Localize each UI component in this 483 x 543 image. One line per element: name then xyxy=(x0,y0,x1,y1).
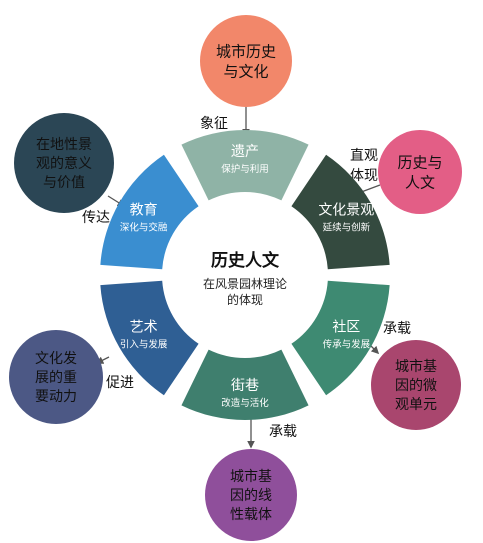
outer-node-text: 性载体 xyxy=(230,507,272,523)
outer-node-circle xyxy=(200,15,292,107)
connector-label: 体现 xyxy=(350,168,378,184)
outer-node-text: 要动力 xyxy=(35,389,77,405)
outer-node-text: 城市历史 xyxy=(216,42,276,60)
ring-segment-title: 艺术 xyxy=(130,320,158,336)
outer-node-circle xyxy=(9,330,103,424)
connector-label: 承载 xyxy=(269,424,297,440)
ring-segment-shape xyxy=(291,280,390,396)
ring-segment-shape xyxy=(181,130,309,201)
outer-node-text: 城市基 xyxy=(230,468,272,485)
ring-segment-shape xyxy=(181,349,309,420)
center-subtitle-line-2: 的体现 xyxy=(227,292,263,307)
ring-segment-title: 教育 xyxy=(130,203,158,219)
ring-segment-subtitle: 保护与利用 xyxy=(221,163,269,175)
ring-segment-subtitle: 深化与交融 xyxy=(120,222,168,234)
outer-node-circle xyxy=(14,113,114,213)
connector-label: 承载 xyxy=(383,321,411,337)
outer-node-text: 与价值 xyxy=(43,175,85,191)
outer-node-text: 城市基 xyxy=(395,358,437,375)
ring-segment-shape xyxy=(100,280,199,396)
outer-node-circle xyxy=(378,130,462,214)
ring-segment-title: 街巷 xyxy=(231,378,259,394)
ring-segment-subtitle: 延续与创新 xyxy=(323,222,371,234)
ring-layer: 遗产保护与利用文化景观延续与创新社区传承与发展街巷改造与活化艺术引入与发展教育深… xyxy=(100,130,390,420)
ring-segment-subtitle: 引入与发展 xyxy=(120,339,168,351)
outer-nodes-layer: 城市历史与文化历史与人文城市基因的微观单元城市基因的线性载体文化发展的重要动力在… xyxy=(9,15,462,541)
outer-node-text: 观的意义 xyxy=(36,155,92,172)
ring-segment-title: 遗产 xyxy=(231,144,259,160)
center-title: 历史人文 xyxy=(211,250,280,271)
outer-node-text: 观单元 xyxy=(395,397,437,413)
ring-segment-title: 文化景观 xyxy=(318,203,374,219)
connector-label: 促进 xyxy=(106,375,134,391)
connector-label: 象征 xyxy=(200,116,228,132)
center-hub: 历史人文 在风景园林理论 的体现 xyxy=(167,197,323,353)
center-circle xyxy=(167,197,323,353)
connector-label: 直观 xyxy=(350,147,378,164)
outer-node-text: 因的微 xyxy=(395,378,437,394)
ring-segment-title: 社区 xyxy=(332,320,360,336)
ring-segment-shape xyxy=(291,154,390,270)
outer-node-text: 展的重 xyxy=(35,370,77,386)
ring-segment-subtitle: 改造与活化 xyxy=(221,397,269,409)
center-subtitle-line-1: 在风景园林理论 xyxy=(203,277,287,291)
outer-node-circle xyxy=(371,340,461,430)
outer-node-text: 历史与 xyxy=(397,153,442,171)
outer-node-circle xyxy=(205,449,297,541)
outer-node-text: 与文化 xyxy=(223,62,268,80)
outer-node-text: 因的线 xyxy=(230,488,272,504)
outer-node-text: 人文 xyxy=(405,173,435,191)
ring-segment-subtitle: 传承与发展 xyxy=(323,339,371,351)
ring-segment-shape xyxy=(100,154,199,270)
connector-linear-carrier: 承载 xyxy=(247,418,297,449)
outer-node-text: 文化发 xyxy=(35,351,77,367)
connector-label: 传达 xyxy=(82,210,110,226)
outer-node-text: 在地性景 xyxy=(36,137,92,153)
